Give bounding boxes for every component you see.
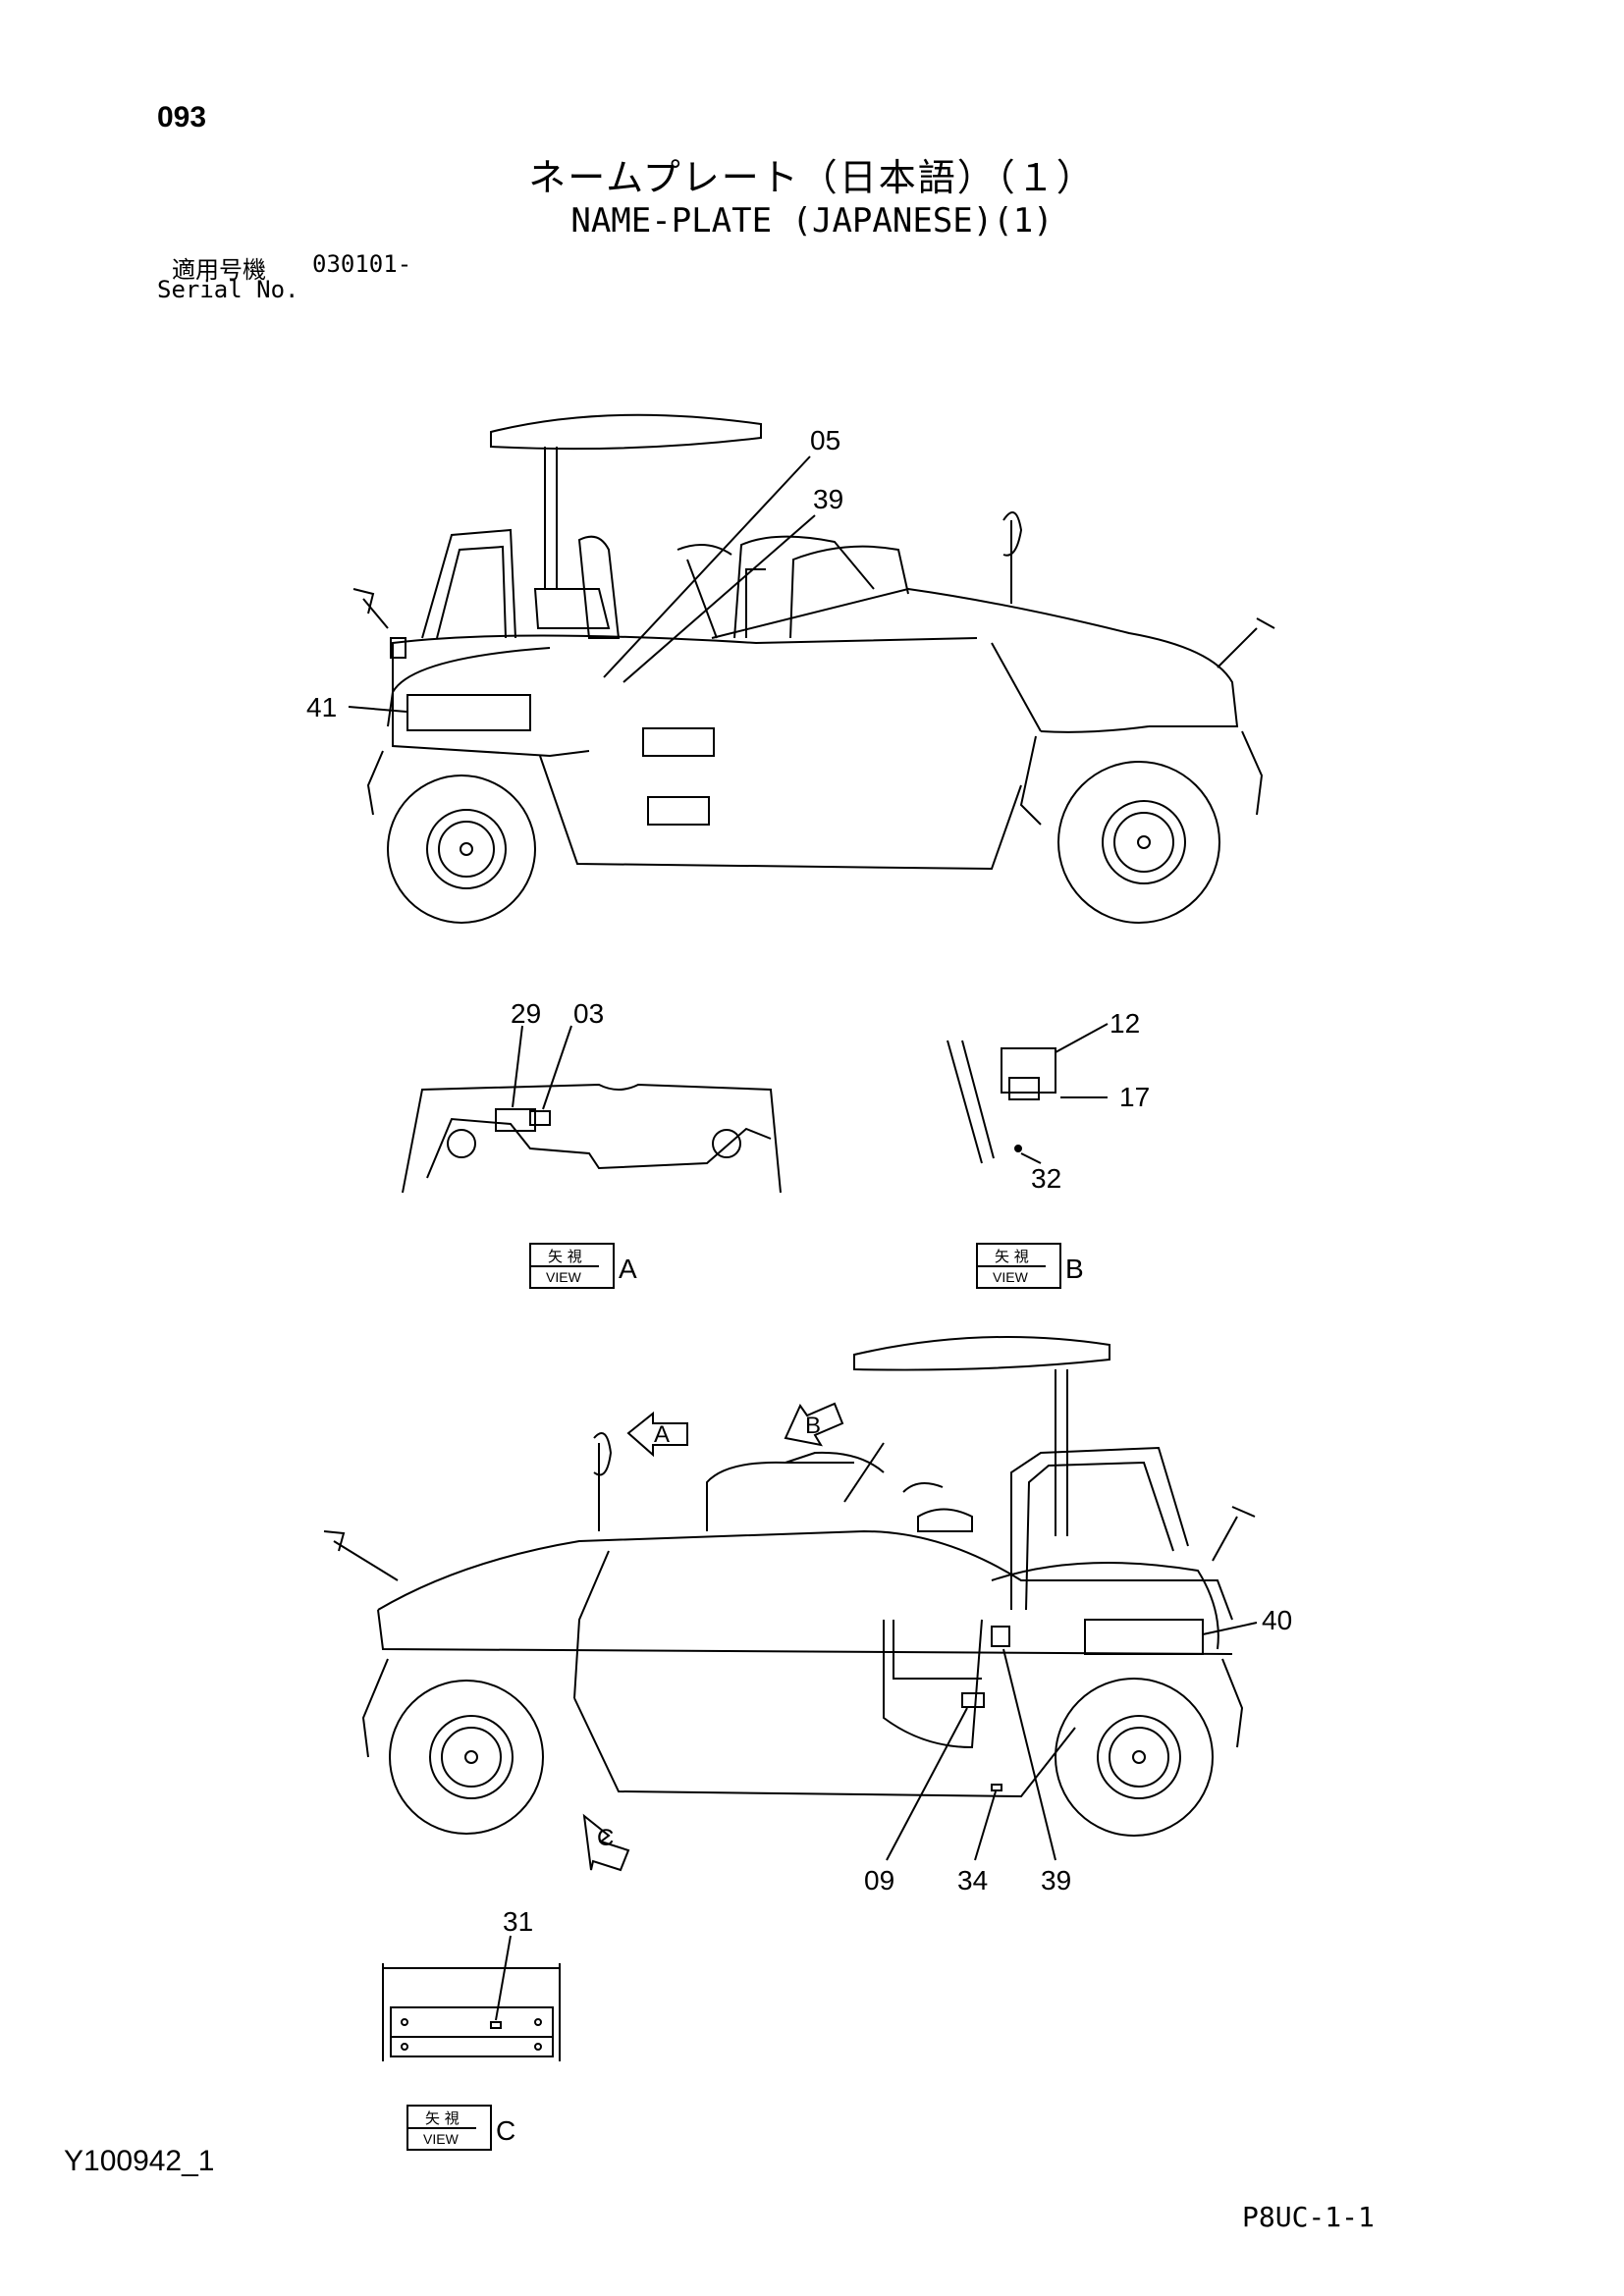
plate-03 [529,1110,551,1126]
callout-17: 17 [1119,1082,1150,1112]
view-b-detail [947,1023,1109,1164]
page-number: 093 [157,101,207,133]
arrow-b-letter: B [805,1413,821,1439]
callout-03: 03 [573,998,604,1029]
plate-12 [1001,1047,1056,1094]
plate-31 [490,2021,502,2029]
page-title-english: NAME-PLATE (JAPANESE)(1) [570,201,1054,240]
machine-right-side-view [323,1336,1258,1861]
machine-left-side-view [348,413,1275,924]
callout-39-top: 39 [813,484,843,514]
serial-label-japanese: 適用号機 [172,256,266,284]
serial-value: 030101- [312,250,412,278]
plate-29 [495,1108,536,1132]
view-a-detail [402,1025,782,1194]
view-c-kanji: 矢 視 [425,2109,460,2127]
plate-09 [961,1692,985,1708]
plate-39 [991,1626,1010,1647]
arrow-c-letter: C [597,1825,614,1851]
view-c-text: VIEW [423,2131,460,2147]
callout-05: 05 [810,425,840,455]
plate-34 [991,1784,1002,1791]
callout-39-bottom: 39 [1041,1865,1071,1896]
view-b-text: VIEW [993,1269,1029,1285]
callout-32: 32 [1031,1163,1061,1194]
view-label-c [406,2105,492,2151]
view-label-a [529,1243,615,1289]
plate-17 [1008,1077,1040,1100]
view-a-text: VIEW [546,1269,582,1285]
callout-29: 29 [511,998,541,1029]
view-c-detail [382,1935,561,2061]
callout-41: 41 [306,692,337,722]
view-a-letter: A [619,1254,637,1284]
callout-34: 34 [957,1865,988,1896]
direction-arrow-b [784,1402,844,1447]
direction-arrow-c [582,1813,630,1872]
callout-40: 40 [1262,1605,1292,1635]
view-b-letter: B [1065,1254,1084,1284]
callout-09: 09 [864,1865,894,1896]
page-title-japanese: ネームプレート（日本語）（１） [528,156,1096,199]
view-a-kanji: 矢 視 [548,1248,582,1265]
callout-31: 31 [503,1906,533,1937]
view-b-kanji: 矢 視 [995,1248,1029,1265]
nameplate-41 [406,694,531,731]
drawing-number: Y100942_1 [64,2145,215,2177]
nameplate-40 [1084,1619,1204,1655]
callout-12: 12 [1110,1008,1140,1039]
serial-label-english: Serial No. [157,276,299,303]
view-c-letter: C [496,2115,515,2146]
direction-arrow-a [626,1411,688,1458]
view-label-b [976,1243,1061,1289]
page-code: P8UC-1-1 [1242,2201,1375,2233]
arrow-a-letter: A [654,1421,670,1448]
